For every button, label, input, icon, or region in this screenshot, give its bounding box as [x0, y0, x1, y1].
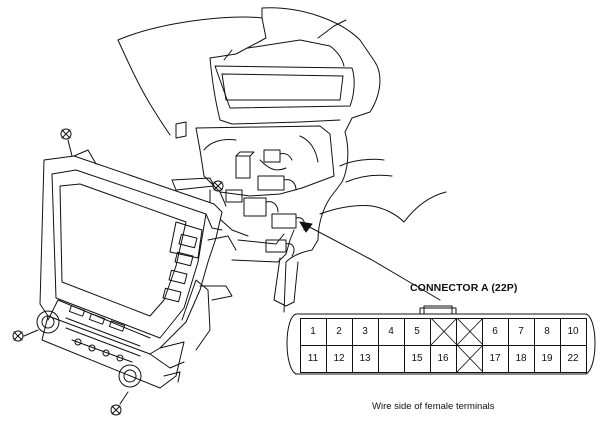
unused-pin-mark	[456, 345, 482, 372]
pin-cell: 6	[481, 317, 509, 346]
pin-cell: 12	[325, 344, 353, 373]
pin-grid: 1 2 3 4 5 6 7 8 10 11 12 13 15 16 17 18 …	[299, 317, 587, 373]
connector-pinout: 1 2 3 4 5 6 7 8 10 11 12 13 15 16 17 18 …	[299, 317, 587, 373]
pin-cell-unused	[377, 344, 405, 373]
pin-cell: 8	[533, 317, 561, 346]
pin-cell: 22	[559, 344, 587, 373]
pin-cell: 11	[299, 344, 327, 373]
pin-cell: 2	[325, 317, 353, 346]
connector-leader-line	[299, 221, 441, 301]
pin-cell: 19	[533, 344, 561, 373]
pin-cell: 18	[507, 344, 535, 373]
connector-caption: Wire side of female terminals	[372, 401, 495, 412]
pin-cell: 7	[507, 317, 535, 346]
screws	[12, 128, 227, 416]
pin-cell: 16	[429, 344, 457, 373]
pin-cell: 4	[377, 317, 405, 346]
pin-cell: 1	[299, 317, 327, 346]
dash-panel	[117, 7, 447, 313]
pin-cell-unused	[455, 344, 483, 373]
pin-cell-unused	[429, 317, 457, 346]
head-unit	[36, 149, 237, 389]
pin-cell: 15	[403, 344, 431, 373]
pin-cell: 10	[559, 317, 587, 346]
pin-cell: 5	[403, 317, 431, 346]
pin-cell: 13	[351, 344, 379, 373]
pin-cell: 3	[351, 317, 379, 346]
wire-connectors	[225, 149, 306, 257]
connector-title: CONNECTOR A (22P)	[410, 282, 518, 294]
unused-pin-mark	[456, 318, 482, 345]
pin-cell-unused	[455, 317, 483, 346]
unused-pin-mark	[430, 318, 456, 345]
pin-cell: 17	[481, 344, 509, 373]
